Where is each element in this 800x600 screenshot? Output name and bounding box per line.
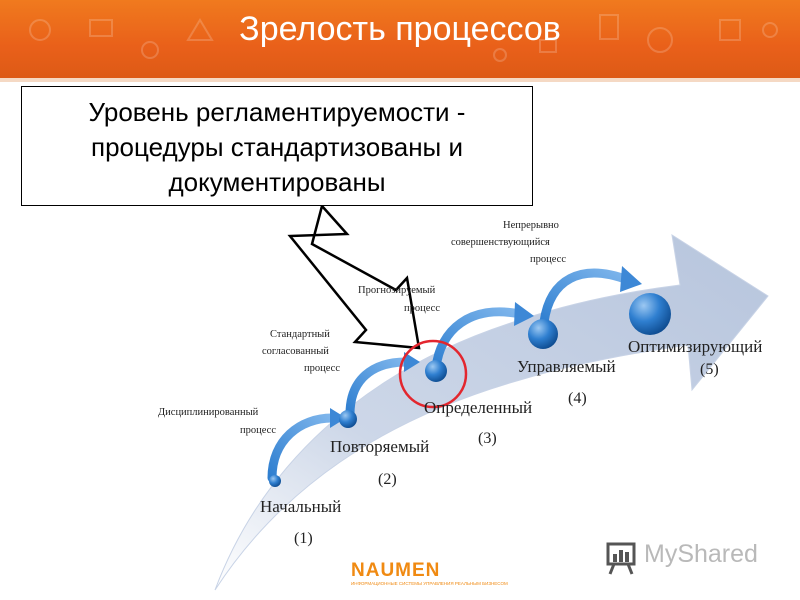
callout-text: Уровень регламентируемости - процедуры с… bbox=[22, 95, 532, 200]
process-label-1b: процесс bbox=[240, 425, 276, 436]
stage-ball-1 bbox=[269, 475, 281, 487]
stage-label-4: Управляемый bbox=[517, 357, 616, 376]
header-pattern bbox=[29, 14, 778, 62]
naumen-logo: NAUMEN ИНФОРМАЦИОННЫЕ СИСТЕМЫ УПРАВЛЕНИЯ… bbox=[351, 560, 508, 590]
callout-line-3: документированы bbox=[168, 167, 386, 197]
highlight-circle bbox=[398, 339, 468, 409]
header-underline bbox=[0, 78, 800, 82]
process-label-2c: процесс bbox=[304, 363, 340, 374]
stage-number-4: (4) bbox=[568, 390, 587, 407]
process-label-4a: Непрерывно bbox=[503, 220, 559, 231]
process-label-1a: Дисциплинированный bbox=[158, 407, 259, 418]
myshared-chart-icon bbox=[606, 542, 636, 575]
stage-label-2: Повторяемый bbox=[330, 437, 429, 456]
process-label-2a: Стандартный bbox=[270, 329, 330, 340]
stage-label-3: Определенный bbox=[424, 398, 532, 417]
stage-number-1: (1) bbox=[294, 530, 313, 547]
callout-box: Уровень регламентируемости - процедуры с… bbox=[21, 86, 533, 206]
stage-ball-3 bbox=[425, 360, 447, 382]
process-label-3b: процесс bbox=[404, 303, 440, 314]
stage-ball-5 bbox=[629, 293, 671, 335]
callout-line-1: Уровень регламентируемости - bbox=[88, 97, 466, 127]
stage-ball-2 bbox=[339, 410, 357, 428]
process-label-4c: процесс bbox=[530, 254, 566, 265]
stage-ball-4 bbox=[528, 319, 558, 349]
slide-title: Зрелость процессов bbox=[239, 10, 561, 48]
stage-number-5: (5) bbox=[700, 361, 719, 378]
pointer-arrow bbox=[287, 203, 421, 350]
callout-line-2: процедуры стандартизованы и bbox=[91, 132, 463, 162]
naumen-logo-subtext: ИНФОРМАЦИОННЫЕ СИСТЕМЫ УПРАВЛЕНИЯ РЕАЛЬН… bbox=[351, 581, 508, 586]
arc-heads bbox=[330, 266, 642, 428]
stage-number-3: (3) bbox=[478, 430, 497, 447]
myshared-logo: MyShared bbox=[604, 534, 774, 578]
slide-header: Зрелость процессов bbox=[0, 0, 800, 78]
step-arcs bbox=[267, 268, 633, 483]
stage-number-2: (2) bbox=[378, 471, 397, 488]
stage-label-1: Начальный bbox=[260, 497, 341, 516]
stage-label-5: Оптимизирующий bbox=[628, 337, 762, 356]
process-label-2b: согласованный bbox=[262, 346, 329, 357]
naumen-logo-text: NAUMEN bbox=[351, 560, 441, 581]
process-label-4b: совершенствующийся bbox=[451, 237, 550, 248]
myshared-logo-text: MyShared bbox=[644, 540, 758, 568]
process-label-3a: Прогнозируемый bbox=[358, 285, 436, 296]
